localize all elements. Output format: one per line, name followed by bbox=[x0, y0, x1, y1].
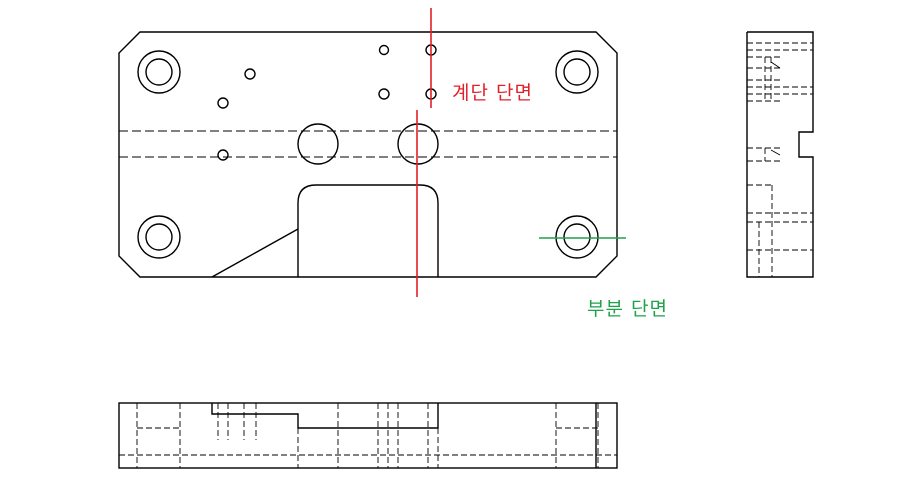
bottom-view bbox=[118, 402, 618, 469]
dowel-holes bbox=[297, 123, 439, 165]
bottom-outline bbox=[118, 402, 618, 469]
partial-section-label: 부분 단면 bbox=[587, 298, 668, 320]
bottom-step bbox=[211, 403, 439, 429]
side-outline bbox=[746, 31, 814, 278]
corner-bolt-holes bbox=[137, 50, 599, 259]
side-view bbox=[746, 31, 814, 278]
small-holes bbox=[217, 44, 437, 161]
step-section-line bbox=[416, 8, 432, 297]
slot-centerlines bbox=[119, 130, 617, 158]
step-section-label: 계단 단면 bbox=[452, 82, 533, 104]
plan-view bbox=[118, 31, 618, 278]
pocket-outline bbox=[297, 184, 439, 277]
chamfer-line bbox=[211, 228, 299, 278]
plate-outline bbox=[118, 31, 618, 278]
